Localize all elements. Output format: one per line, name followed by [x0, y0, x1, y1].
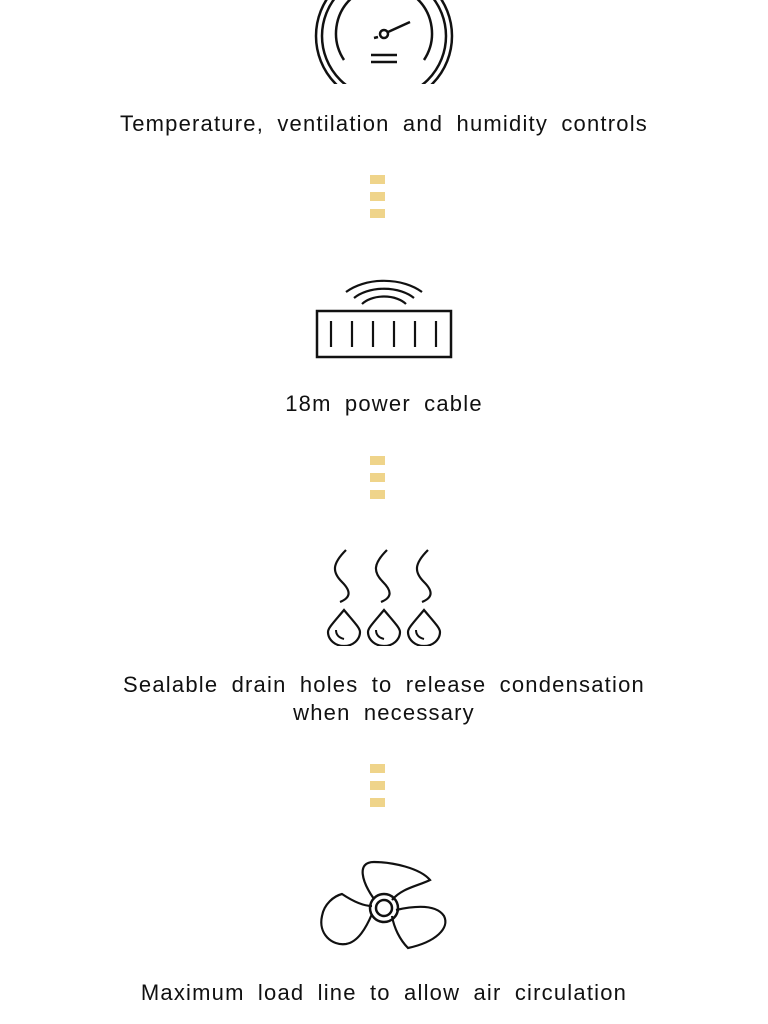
connector-dot — [370, 798, 385, 807]
connector-dot — [370, 192, 385, 201]
connector-dot — [370, 175, 385, 184]
connector-dot — [370, 781, 385, 790]
connector-dot — [370, 490, 385, 499]
connector-dots — [370, 764, 385, 815]
connector-dots — [370, 456, 385, 507]
fan-icon — [320, 860, 447, 950]
feature-caption-controls: Temperature, ventilation and humidity co… — [120, 111, 648, 136]
connector-dot — [370, 209, 385, 218]
connector-dots — [370, 175, 385, 226]
feature-caption-power-cable: 18m power cable — [285, 391, 483, 416]
connector-dot — [370, 764, 385, 773]
connector-dot — [370, 473, 385, 482]
gauge-icon — [314, 0, 454, 84]
feature-caption-drain-holes: Sealable drain holes to release condensa… — [123, 672, 645, 725]
connected-container-icon — [315, 279, 453, 359]
connector-dot — [370, 456, 385, 465]
steam-drops-icon — [326, 549, 442, 646]
feature-caption-load-line: Maximum load line to allow air circulati… — [140, 980, 628, 1005]
